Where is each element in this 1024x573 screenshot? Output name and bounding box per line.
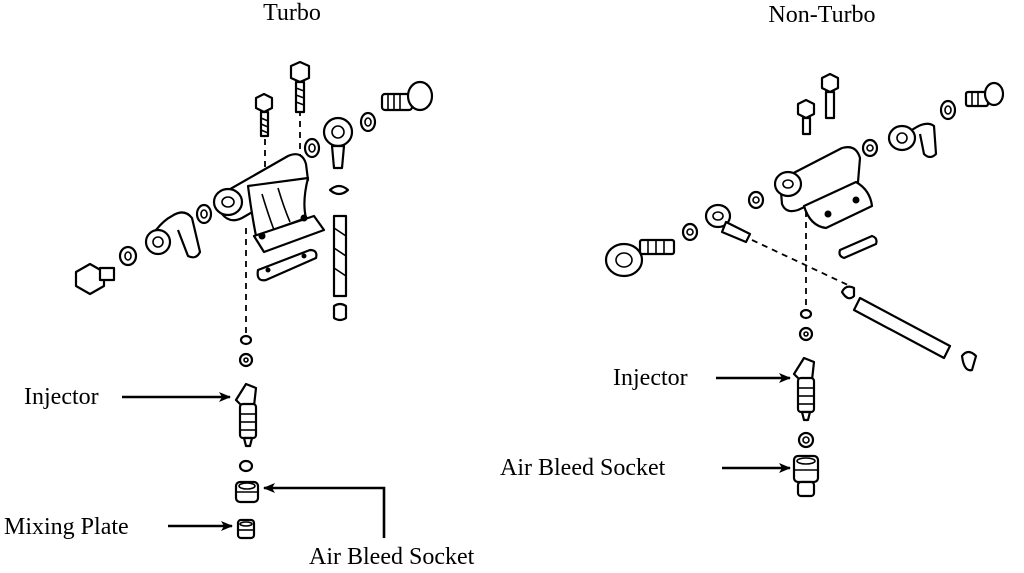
turbo-injector-housing <box>212 153 326 254</box>
turbo-heading: Turbo <box>263 0 321 26</box>
non-turbo-injector-stack <box>792 308 820 498</box>
turbo-air-bleed-socket-arrow <box>263 483 386 538</box>
non-turbo-right-fittings <box>861 81 1005 159</box>
non-turbo-bolt-right <box>820 72 840 120</box>
turbo-left-fittings <box>74 203 213 296</box>
non-turbo-air-bleed-socket-label: Air Bleed Socket <box>500 455 666 481</box>
non-turbo-injector-housing <box>773 146 874 230</box>
turbo-union-fitting <box>322 116 354 322</box>
turbo-mixing-plate <box>236 518 256 540</box>
non-turbo-injector <box>792 356 816 422</box>
non-turbo-air-bleed-socket <box>792 454 820 498</box>
turbo-assembly: Injector Mixing Plate Air Bleed Socket <box>4 60 475 570</box>
non-turbo-assembly: Injector Air Bleed Socket <box>500 72 1005 498</box>
turbo-bolt-left <box>254 92 274 138</box>
turbo-air-bleed-socket-label: Air Bleed Socket <box>309 544 475 568</box>
non-turbo-injector-label: Injector <box>613 365 688 391</box>
turbo-mixing-plate-label: Mixing Plate <box>4 514 129 540</box>
non-turbo-gasket <box>838 234 878 260</box>
turbo-injector-stack <box>234 334 260 540</box>
turbo-banjo-bolt <box>303 80 434 159</box>
non-turbo-air-hose <box>840 285 978 372</box>
turbo-gasket <box>256 248 318 282</box>
non-turbo-heading: Non-Turbo <box>768 2 875 28</box>
turbo-injector-label: Injector <box>24 384 99 410</box>
turbo-air-bleed-socket <box>234 480 260 504</box>
non-turbo-bolt-left <box>796 98 816 136</box>
turbo-injector <box>234 382 258 448</box>
non-turbo-left-fittings <box>604 190 765 278</box>
turbo-bolt-right <box>289 60 311 114</box>
